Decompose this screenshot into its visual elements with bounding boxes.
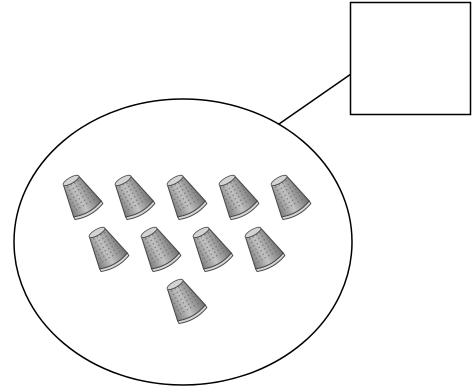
group-oval [14,99,352,385]
connector-line [279,74,351,124]
thimble-icon [264,170,313,222]
thimble-icon [186,222,235,274]
thimble-icon [212,170,261,222]
thimble-icon [238,222,287,274]
thimble-icon [82,222,131,274]
thimble-icon [160,170,209,222]
thimble-icon [56,170,105,222]
thimble-icon [160,274,209,326]
answer-box[interactable] [351,3,471,115]
thimble-icon [108,170,157,222]
thimble-icon [134,222,183,274]
thimble-group [56,170,313,326]
